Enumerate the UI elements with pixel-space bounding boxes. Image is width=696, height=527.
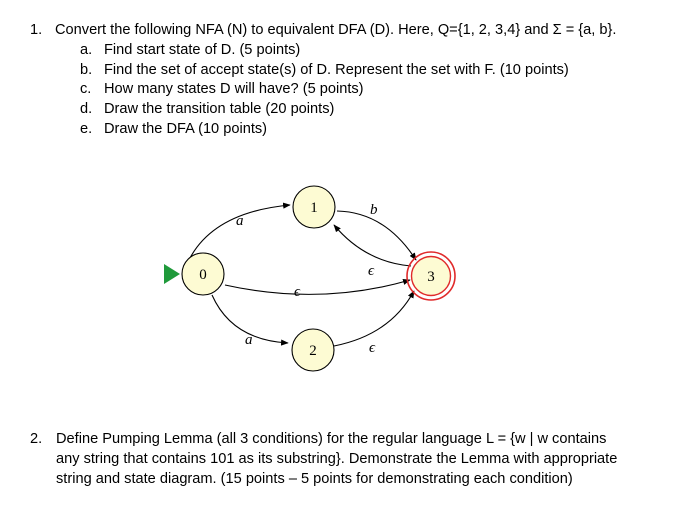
svg-text:1: 1 [310,200,318,216]
q1-item-e-text: Draw the DFA (10 points) [104,121,268,137]
q1-item-b-text: Find the set of accept state(s) of D. Re… [104,62,569,78]
q1-item-d-text: Draw the transition table (20 points) [104,101,335,117]
q1-text: Convert the following NFA (N) to equival… [55,22,617,38]
q1-item-b-marker: b. [80,62,93,78]
edge-label-1-to-3: b [370,202,378,218]
start-arrow-icon [164,264,180,284]
edge-2-to-3 [333,290,415,347]
q2-line-3: string and state diagram. (15 points – 5… [56,471,573,487]
edge-label-2-to-3: ϵ [369,340,376,356]
svg-text:3: 3 [427,269,435,285]
edge-label-0-to-2: a [245,332,253,348]
edge-0-to-2 [211,294,289,346]
q1-item-c-marker: c. [80,81,92,97]
edge-0-to-1 [189,202,291,259]
q2-line-2: any string that contains 101 as its subs… [56,451,618,467]
edge-label-0-to-3: ϵ [294,284,301,300]
edge-3-to-1 [333,224,412,267]
edge-label-3-to-1: ϵ [368,263,375,279]
state-0: 0 [181,252,225,296]
svg-text:0: 0 [199,267,207,283]
q1-item-d-marker: d. [80,101,93,117]
state-2: 2 [291,328,335,372]
q2-line-1: Define Pumping Lemma (all 3 conditions) … [56,431,607,447]
q1-item-a-text: Find start state of D. (5 points) [104,42,301,58]
state-3-accept: 3 [406,251,456,301]
q1-item-e-marker: e. [80,121,93,137]
svg-text:2: 2 [309,343,317,359]
state-1: 1 [292,185,336,229]
edge-1-to-3 [336,210,417,261]
edge-label-0-to-1: a [236,213,244,229]
q2-number: 2. [30,431,43,447]
q1-item-c-text: How many states D will have? (5 points) [104,81,364,97]
edge-0-to-3 [224,278,411,295]
q1-item-a-marker: a. [80,42,93,58]
q1-number: 1. [30,22,43,38]
